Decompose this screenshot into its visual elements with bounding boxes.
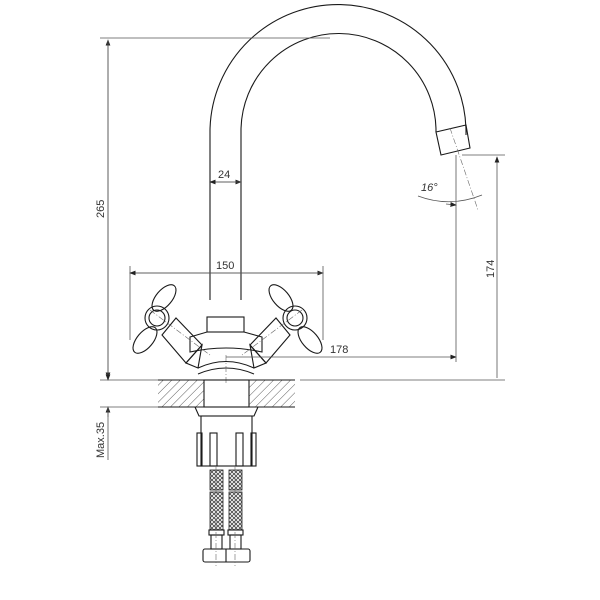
- label-150: 150: [216, 260, 234, 272]
- braided-hoses: [202, 466, 251, 566]
- spout: [209, 3, 479, 300]
- left-valve-handle: [132, 284, 211, 369]
- label-265: 265: [95, 200, 107, 218]
- dimension-clearance-height: [300, 154, 505, 381]
- right-valve-handle: [241, 284, 323, 369]
- label-16-degrees: 16°: [421, 182, 438, 194]
- label-24: 24: [218, 169, 230, 181]
- label-178: 178: [330, 344, 348, 356]
- dimension-handle-span: [129, 266, 324, 340]
- mounting-shank: [194, 406, 259, 467]
- countertop-section: [158, 379, 295, 408]
- label-174: 174: [485, 260, 497, 278]
- dimension-total-height: [100, 37, 330, 381]
- dimension-spout-reach: [226, 155, 457, 362]
- dimension-spout-angle: [417, 194, 483, 207]
- label-max-35: Max.35: [95, 422, 107, 458]
- dimension-counter-thickness: [100, 370, 158, 460]
